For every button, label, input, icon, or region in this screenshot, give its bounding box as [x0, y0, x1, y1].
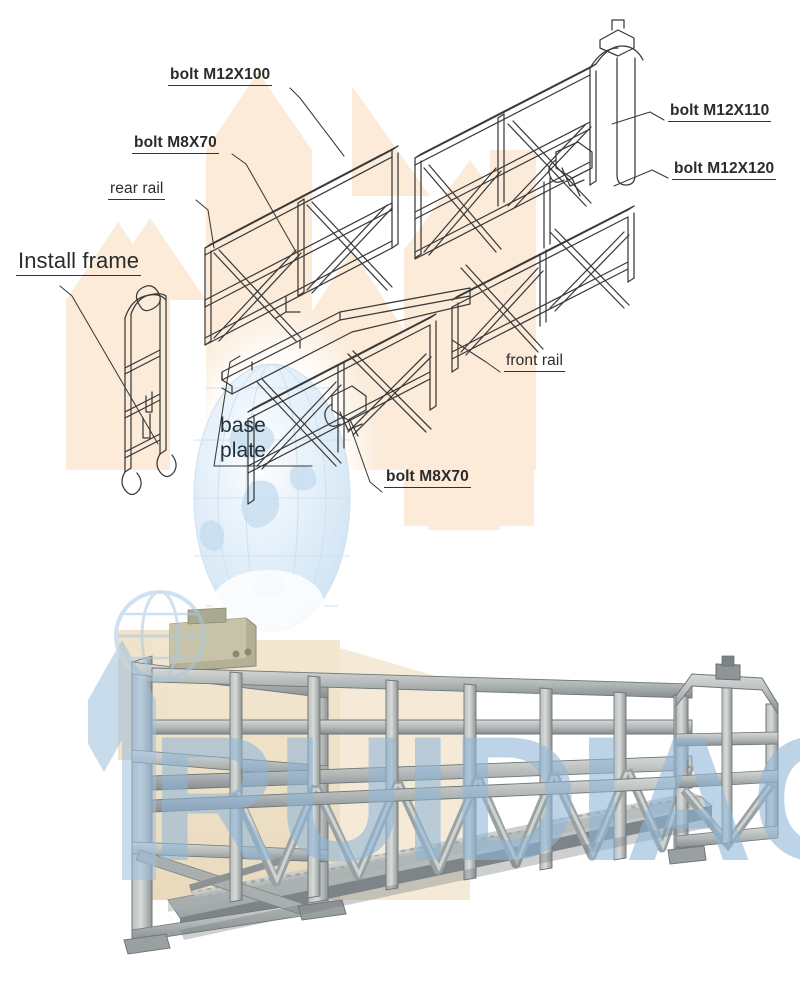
install-frame-callout: Install frame	[16, 248, 142, 276]
exploded-assembly-drawing	[59, 19, 669, 505]
side-rail-part	[414, 19, 644, 260]
front-rail-callout: front rail	[504, 352, 565, 372]
install-frame-label: Install frame	[18, 248, 140, 273]
rear-rail-part	[204, 145, 399, 346]
bolt-m8x70-top-label: bolt M8X70	[134, 134, 217, 151]
base-plate-callout: base plate	[218, 414, 268, 463]
bolt-m12x100-callout: bolt M12X100	[168, 66, 273, 86]
suspended-platform-photo	[123, 607, 779, 955]
callout-underline	[168, 85, 273, 86]
bolt-m12x120-callout: bolt M12X120	[672, 160, 777, 180]
callout-underline	[384, 487, 471, 488]
bolt-m12x100-label: bolt M12X100	[170, 66, 271, 83]
deck-shadow	[180, 818, 716, 940]
bolt-m8x70-top-callout: bolt M8X70	[132, 134, 219, 154]
callout-underline	[504, 371, 565, 372]
base-plate-label-line1: base	[220, 414, 266, 437]
callout-underline	[672, 179, 777, 180]
front-rail-part	[451, 205, 635, 373]
rear-rail-label: rear rail	[110, 180, 164, 197]
bolt-m12x110-callout: bolt M12X110	[668, 102, 772, 122]
rear-rail-callout: rear rail	[108, 180, 166, 200]
callout-underline	[108, 199, 166, 200]
right-end-frame	[667, 655, 779, 865]
base-plate-part	[221, 287, 471, 395]
bolt-m8x70-bottom-label: bolt M8X70	[386, 468, 469, 485]
callout-underline	[668, 121, 772, 122]
bolt-m8x70-bottom-callout: bolt M8X70	[384, 468, 471, 488]
callout-underline	[132, 153, 219, 154]
bolt-m12x120-label: bolt M12X120	[674, 160, 775, 177]
install-frame-part	[121, 285, 177, 496]
callout-underline	[16, 275, 142, 276]
back-guard-rail	[151, 667, 693, 791]
truss-diagonals-highlight	[236, 767, 691, 885]
front-rail-label: front rail	[506, 352, 563, 369]
callout-leader-lines	[59, 87, 669, 493]
front-rail-centre-part	[247, 313, 437, 505]
bolt-m12x110-label: bolt M12X110	[670, 102, 770, 119]
base-plate-label-line2: plate	[220, 438, 267, 462]
